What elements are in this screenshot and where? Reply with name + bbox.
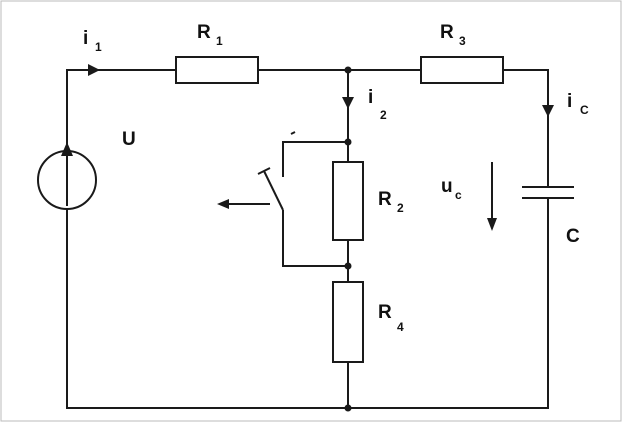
label-i1-sub: 1 [95, 40, 102, 54]
label-r4-sub: 4 [397, 320, 404, 334]
wire-source-top [66, 69, 176, 152]
label-uc-sub: c [455, 188, 462, 202]
label-r2-sub: 2 [397, 201, 404, 215]
wire-bottom-return [66, 198, 549, 409]
switch-blade-tip [257, 167, 271, 175]
label-r1-sub: 1 [216, 34, 223, 48]
junction-dot-top [344, 66, 352, 74]
resistor-r1 [175, 56, 259, 84]
switch-blade [263, 170, 284, 211]
junction-dot-bottom [344, 404, 352, 412]
capacitor [522, 186, 574, 199]
junction-dot-r2-top [344, 138, 352, 146]
current-arrow-i2 [342, 97, 354, 109]
label-uc-main: u [441, 176, 453, 197]
label-ic-main: i [567, 91, 572, 112]
label-r1-main: R [197, 22, 211, 43]
label-i2: i2 [368, 87, 387, 122]
switch-action-arrow-head [217, 199, 229, 209]
label-i2-main: i [368, 87, 373, 108]
label-r3-sub: 3 [459, 34, 466, 48]
wire-switch-bottom [282, 210, 348, 267]
resistor-r4 [332, 281, 364, 363]
label-r4: R4 [378, 302, 404, 334]
wire-switch-top [282, 141, 348, 177]
wires [66, 69, 549, 409]
switch [217, 131, 296, 211]
switch-contact-mark [290, 131, 296, 135]
voltage-source-arrow-head [61, 142, 73, 156]
label-ic-sub: C [580, 103, 589, 117]
resistor-r2 [332, 161, 364, 241]
label-i1-main: i [83, 28, 88, 49]
voltage-source [37, 142, 97, 210]
label-r3-main: R [440, 22, 454, 43]
current-arrow-ic [542, 105, 554, 117]
current-arrow-i1 [88, 64, 100, 76]
label-c: C [566, 226, 580, 247]
resistor-r3 [420, 56, 504, 84]
voltage-arrow-uc-head [487, 218, 497, 231]
label-r2-main: R [378, 189, 392, 210]
wire-r3-capacitor [503, 69, 549, 187]
label-i2-sub: 2 [380, 108, 387, 122]
label-u: U [122, 129, 136, 150]
junction-dot-r2-bottom [344, 262, 352, 270]
label-r4-main: R [378, 302, 392, 323]
voltage-arrow-uc [487, 162, 497, 231]
